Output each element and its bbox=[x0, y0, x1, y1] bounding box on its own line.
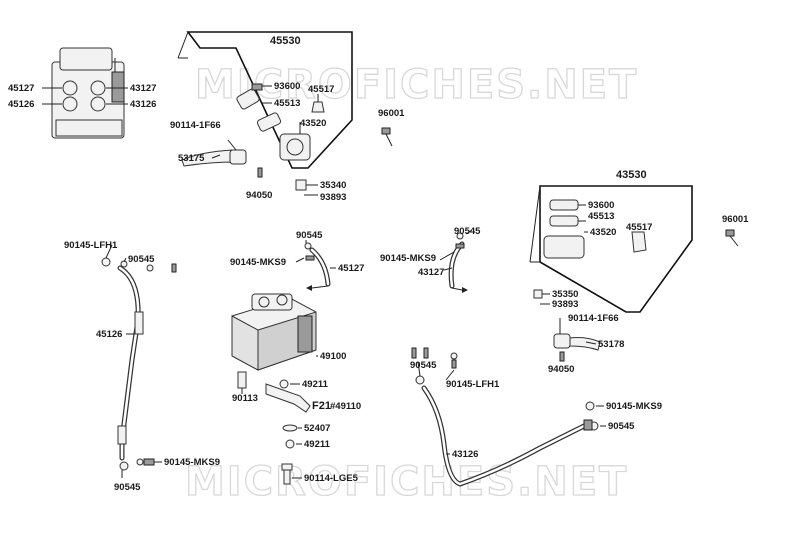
label-96001-right: 96001 bbox=[722, 214, 749, 225]
master-cylinder-rear[interactable] bbox=[236, 83, 325, 161]
label-90145-lfh1-left: 90145-LFH1 bbox=[64, 240, 118, 251]
brake-hose-43126[interactable] bbox=[421, 385, 587, 487]
bolt-96001-top[interactable] bbox=[381, 127, 393, 147]
banjo-bolt-left-bottom[interactable] bbox=[119, 458, 155, 471]
watermark-top: MICROFICHES.NET bbox=[195, 62, 638, 108]
bolt-90114-lge5[interactable] bbox=[281, 463, 293, 485]
brake-lever-rear[interactable] bbox=[181, 149, 247, 167]
label-94050-front: 94050 bbox=[548, 364, 574, 375]
banjo-bolt-lower-left[interactable] bbox=[411, 347, 458, 385]
label-53178: 53178 bbox=[598, 339, 624, 350]
kit-number-rear: 45530 bbox=[270, 35, 301, 47]
label-96001-top: 96001 bbox=[378, 108, 405, 119]
label-49211-lower: 49211 bbox=[304, 439, 331, 450]
brake-lever-front[interactable] bbox=[553, 333, 601, 351]
label-90545-center-right: 90545 bbox=[454, 226, 481, 237]
label-90545-lower: 90545 bbox=[410, 360, 437, 371]
abs-modulator-top-left[interactable] bbox=[51, 47, 125, 139]
label-90114-1f66-rear: 90114-1F66 bbox=[170, 120, 221, 131]
label-90145-lfh1-lower: 90145-LFH1 bbox=[446, 379, 500, 390]
bolt-96001-right[interactable] bbox=[725, 229, 739, 247]
label-90114-1f66-front: 90114-1F66 bbox=[568, 313, 619, 324]
label-45513-rear: 45513 bbox=[274, 98, 300, 109]
label-45517-rear: 45517 bbox=[308, 84, 334, 95]
brake-pipe-43127[interactable] bbox=[448, 241, 468, 293]
label-90145-mks9-left: 90145-MKS9 bbox=[164, 457, 220, 468]
label-45513-front: 45513 bbox=[588, 211, 614, 222]
banjo-bolt-left-top[interactable] bbox=[101, 257, 177, 273]
label-43126-hose: 43126 bbox=[452, 449, 478, 460]
label-43520-front: 43520 bbox=[590, 227, 616, 238]
label-93893-front: 93893 bbox=[552, 299, 578, 310]
label-93893-rear: 93893 bbox=[320, 192, 346, 203]
label-43127-pipe: 43127 bbox=[418, 267, 444, 278]
label-43520-rear: 43520 bbox=[300, 118, 326, 129]
label-45126-hose: 45126 bbox=[96, 329, 122, 340]
label-45517-front: 45517 bbox=[626, 222, 652, 233]
label-93600-front: 93600 bbox=[588, 200, 614, 211]
label-45127-pipe: 45127 bbox=[338, 263, 364, 274]
label-45126-top: 45126 bbox=[8, 99, 34, 110]
label-49100: 49100 bbox=[320, 351, 346, 362]
label-35340: 35340 bbox=[320, 180, 346, 191]
banjo-bolt-lower-right[interactable] bbox=[583, 401, 599, 431]
label-43126-top: 43126 bbox=[130, 99, 156, 110]
label-49110: #49110 bbox=[330, 401, 361, 412]
label-90145-mks9-lower: 90145-MKS9 bbox=[606, 401, 662, 412]
label-49211-upper: 49211 bbox=[302, 379, 329, 390]
watermark-bottom: MICROFICHES.NET bbox=[185, 459, 628, 505]
label-90145-mks9-center: 90145-MKS9 bbox=[230, 257, 286, 268]
label-90114-lge5: 90114-LGE5 bbox=[304, 473, 359, 484]
label-35350: 35350 bbox=[552, 289, 578, 300]
brake-pipe-45127[interactable] bbox=[306, 247, 331, 291]
label-53175: 53175 bbox=[178, 153, 205, 164]
label-90545-lower-right: 90545 bbox=[608, 421, 635, 432]
kit-number-front: 43530 bbox=[616, 169, 647, 181]
label-93600-rear: 93600 bbox=[274, 81, 300, 92]
label-90545-center: 90545 bbox=[296, 230, 323, 241]
label-90545-left-bottom: 90545 bbox=[114, 482, 141, 493]
label-90113: 90113 bbox=[232, 393, 258, 404]
label-90145-mks9-center-right: 90145-MKS9 bbox=[380, 253, 436, 264]
label-90545-left-top: 90545 bbox=[128, 254, 155, 265]
bracket-49110[interactable] bbox=[237, 371, 311, 413]
label-43127-top: 43127 bbox=[130, 83, 156, 94]
kit-outline-rear bbox=[186, 31, 353, 169]
master-cylinder-front[interactable] bbox=[543, 199, 647, 259]
label-94050-rear: 94050 bbox=[246, 190, 272, 201]
label-52407: 52407 bbox=[304, 423, 330, 434]
label-45127-top: 45127 bbox=[8, 83, 34, 94]
brake-hose-45126[interactable] bbox=[117, 265, 144, 461]
label-f21: F21 bbox=[312, 400, 331, 412]
abs-unit-49100[interactable] bbox=[231, 293, 317, 371]
